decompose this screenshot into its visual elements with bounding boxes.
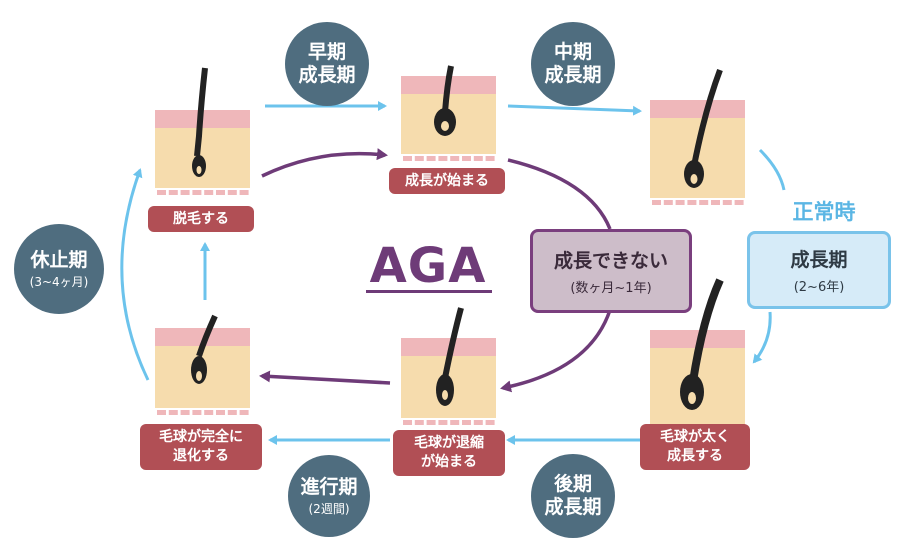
skin-dot xyxy=(687,200,697,205)
skin-dot xyxy=(204,190,214,195)
stage-shed-label: 脱毛する xyxy=(148,206,254,232)
skin-dot xyxy=(462,420,471,425)
skin-dot xyxy=(403,156,412,161)
skin-dot xyxy=(204,410,214,415)
skin-dot xyxy=(473,420,483,425)
phase-early-label: 早期 成長期 xyxy=(298,41,356,86)
aga-underline xyxy=(366,290,492,293)
phase-rest-label: 休止期 xyxy=(30,248,88,271)
skin-dot xyxy=(414,156,424,161)
skin-dot xyxy=(450,420,460,425)
aga-arrow-start-to-box xyxy=(507,158,612,230)
stage-shrink-done-label: 毛球が完全に 退化する xyxy=(140,424,262,470)
skin-dot xyxy=(485,156,495,161)
skin-dot xyxy=(227,190,237,195)
skin-dot xyxy=(699,200,709,205)
skin-dot xyxy=(180,410,190,415)
arrow-normal-to-late xyxy=(752,311,772,364)
skin-dot xyxy=(180,190,190,195)
skin-dot xyxy=(485,420,495,425)
normal-growth-label: 成長期 xyxy=(790,249,848,271)
phase-regression-circle: 進行期 (2週間) xyxy=(288,455,370,537)
skin-tile-middle xyxy=(650,68,745,205)
skin-dot xyxy=(450,156,460,161)
skin-dot xyxy=(168,410,178,415)
arrow-early-to-middle xyxy=(507,104,642,116)
arrow-done-to-shed xyxy=(120,168,150,381)
aga-cannot-grow-box: 成長できない (数ヶ月~1年) xyxy=(530,229,692,313)
aga-arrow-shrink-to-done xyxy=(259,370,391,385)
phase-early-circle: 早期 成長期 xyxy=(285,22,369,106)
skin-dot xyxy=(157,410,166,415)
phase-regression-note: (2週間) xyxy=(308,501,350,516)
skin-dot xyxy=(675,200,685,205)
skin-dot xyxy=(239,410,249,415)
skin-tile-shed xyxy=(155,67,250,195)
normal-growth-box: 成長期 (2~6年) xyxy=(747,231,891,309)
skin-dot xyxy=(438,420,448,425)
skin-dot xyxy=(734,200,744,205)
skin-dot xyxy=(403,420,412,425)
skin-tile-start xyxy=(401,65,496,161)
skin-dot xyxy=(426,156,436,161)
skin-dot xyxy=(426,420,436,425)
phase-rest-note: (3~4ヶ月) xyxy=(29,274,89,289)
stage-thick-label: 毛球が太く 成長する xyxy=(640,424,750,470)
skin-dot xyxy=(227,410,237,415)
aga-box-label: 成長できない xyxy=(553,250,668,272)
phase-late-circle: 後期 成長期 xyxy=(531,454,615,538)
stage-shrink-start-label: 毛球が退縮 が始まる xyxy=(393,430,505,476)
skin-dot xyxy=(462,156,471,161)
arrow-middle-to-normal xyxy=(758,148,786,191)
aga-arrow-box-to-shrink xyxy=(500,309,612,393)
skin-dot xyxy=(652,200,661,205)
skin-dot xyxy=(168,190,178,195)
skin-tile-late xyxy=(650,278,745,435)
skin-dot xyxy=(414,420,424,425)
aga-title: AGA xyxy=(369,238,487,294)
skin-dot xyxy=(192,190,202,195)
skin-dot xyxy=(438,156,448,161)
normal-growth-note: (2~6年) xyxy=(793,280,845,295)
skin-dot xyxy=(722,200,732,205)
skin-dot xyxy=(711,200,720,205)
skin-dot xyxy=(663,200,673,205)
skin-dot xyxy=(473,156,483,161)
stage-start-label: 成長が始まる xyxy=(389,168,505,194)
phase-middle-circle: 中期 成長期 xyxy=(531,22,615,106)
skin-tile-done xyxy=(155,314,250,415)
phase-rest-circle: 休止期 (3~4ヶ月) xyxy=(14,224,104,314)
normal-title: 正常時 xyxy=(792,200,856,224)
skin-dot xyxy=(192,410,202,415)
skin-dot xyxy=(239,190,249,195)
skin-dot xyxy=(216,190,225,195)
aga-arrow-shed-to-start xyxy=(261,148,388,178)
aga-box-note: (数ヶ月~1年) xyxy=(570,281,652,296)
phase-late-label: 後期 成長期 xyxy=(544,473,602,518)
skin-dot xyxy=(216,410,225,415)
skin-tile-shrink xyxy=(401,307,496,425)
skin-dot xyxy=(157,190,166,195)
phase-regression-label: 進行期 xyxy=(300,475,358,498)
phase-middle-label: 中期 成長期 xyxy=(544,41,602,86)
